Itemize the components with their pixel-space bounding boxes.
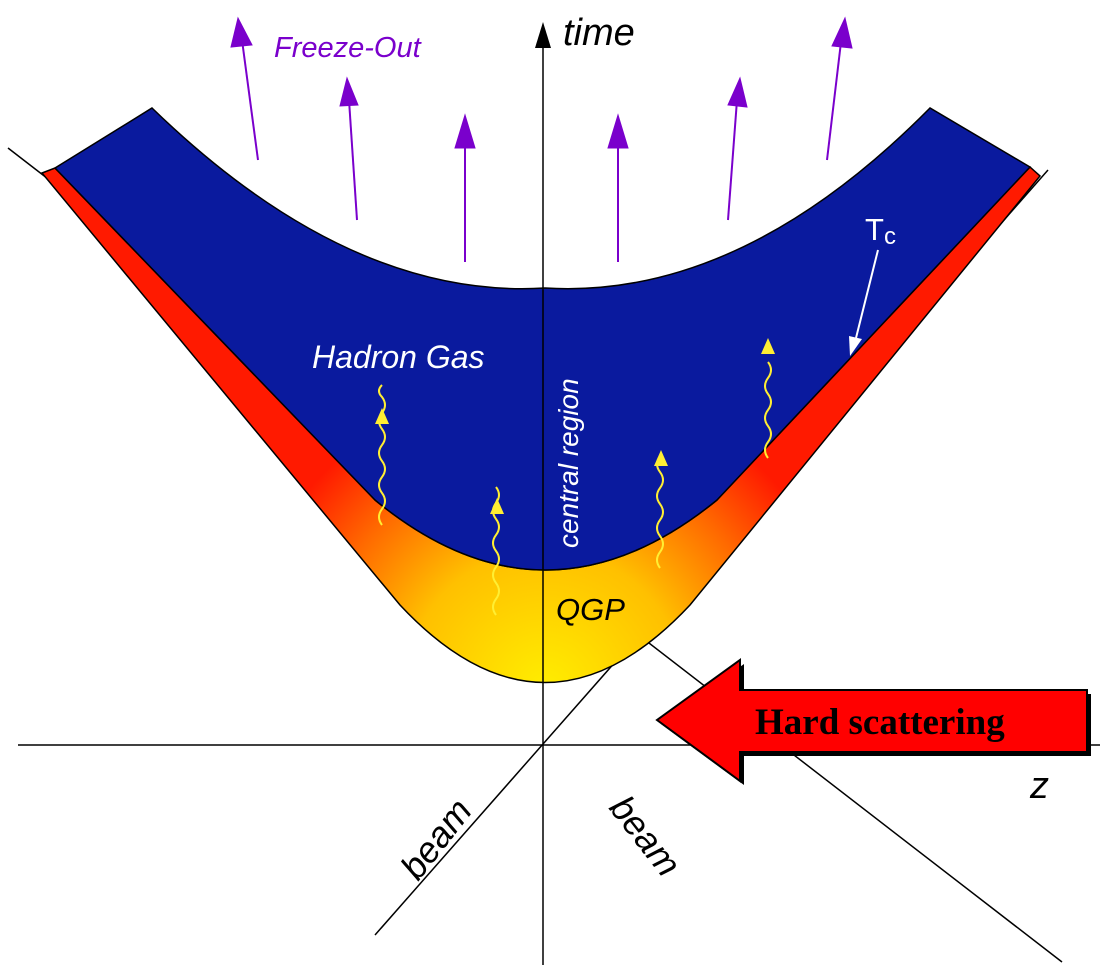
tc-subscript: c	[884, 223, 896, 250]
tc-main: T	[865, 212, 884, 247]
wavy-arrow-icon	[490, 486, 504, 616]
freeze-out-arrows	[230, 16, 853, 262]
arrow-up-icon	[826, 16, 853, 161]
tc-pointer	[849, 249, 879, 356]
wavy-arrow-icon	[654, 450, 668, 569]
photons	[375, 338, 775, 616]
tc-label: Tc	[865, 212, 896, 250]
hard-scattering-arrow	[655, 658, 1091, 785]
central-region-label: central region	[553, 378, 584, 548]
z-axis-label: z	[1029, 765, 1049, 807]
wavy-arrow-icon	[375, 384, 389, 526]
beam-left-label: beam	[392, 791, 480, 887]
time-axis-arrowhead	[535, 22, 551, 48]
arrow-up-icon	[230, 16, 259, 161]
qgp-label: QGP	[556, 592, 625, 627]
freeze-out-label: Freeze-Out	[274, 32, 423, 64]
hadron-gas-label: Hadron Gas	[312, 339, 485, 375]
time-label: time	[563, 12, 635, 54]
hard-scattering-label: Hard scattering	[755, 702, 1005, 743]
wavy-arrow-icon	[761, 338, 775, 459]
arrow-up-icon	[339, 76, 359, 221]
arrow-up-icon	[607, 113, 629, 262]
arrow-up-icon	[454, 113, 476, 262]
beam-right-label: beam	[602, 788, 690, 884]
arrow-up-icon	[727, 76, 748, 221]
